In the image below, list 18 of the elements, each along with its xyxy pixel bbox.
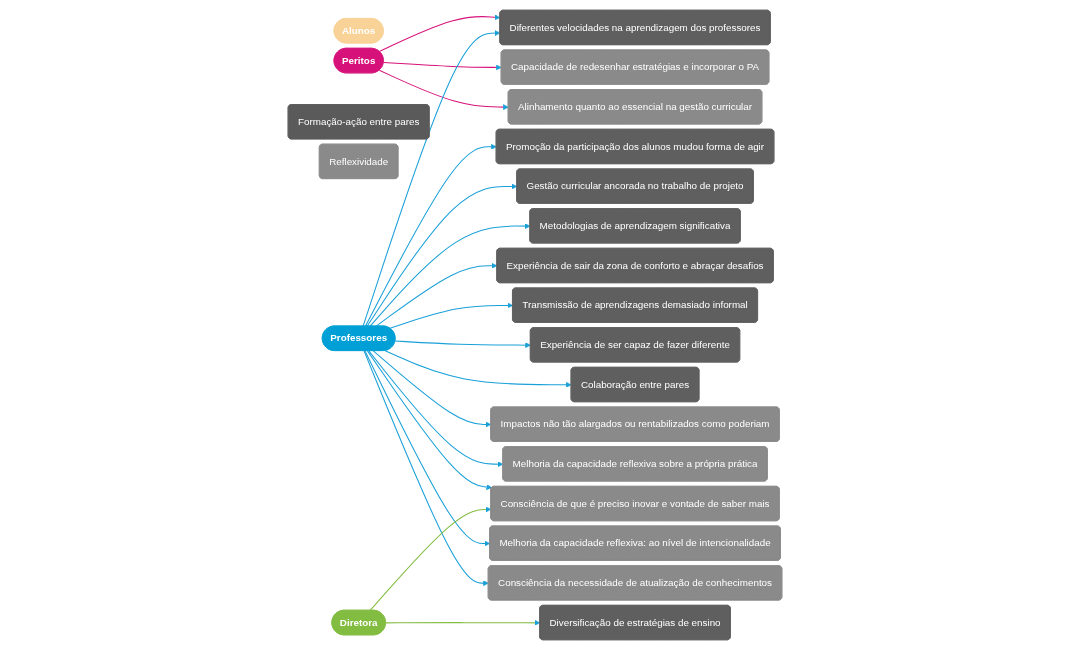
arrow <box>375 262 498 327</box>
arrow <box>384 350 572 388</box>
arrow <box>378 14 501 53</box>
arrow <box>369 506 492 612</box>
arrow <box>383 62 502 71</box>
arrow <box>363 350 489 586</box>
arrow <box>389 302 514 329</box>
arrow <box>364 143 497 327</box>
arrow <box>394 340 531 349</box>
arrow <box>369 223 531 327</box>
arrow <box>364 350 491 547</box>
arrow <box>385 619 541 626</box>
arrow <box>362 30 501 327</box>
arrow <box>366 350 493 490</box>
arrow <box>372 350 492 428</box>
arrow <box>366 183 518 327</box>
arrow <box>368 350 504 468</box>
arrow <box>378 69 509 110</box>
